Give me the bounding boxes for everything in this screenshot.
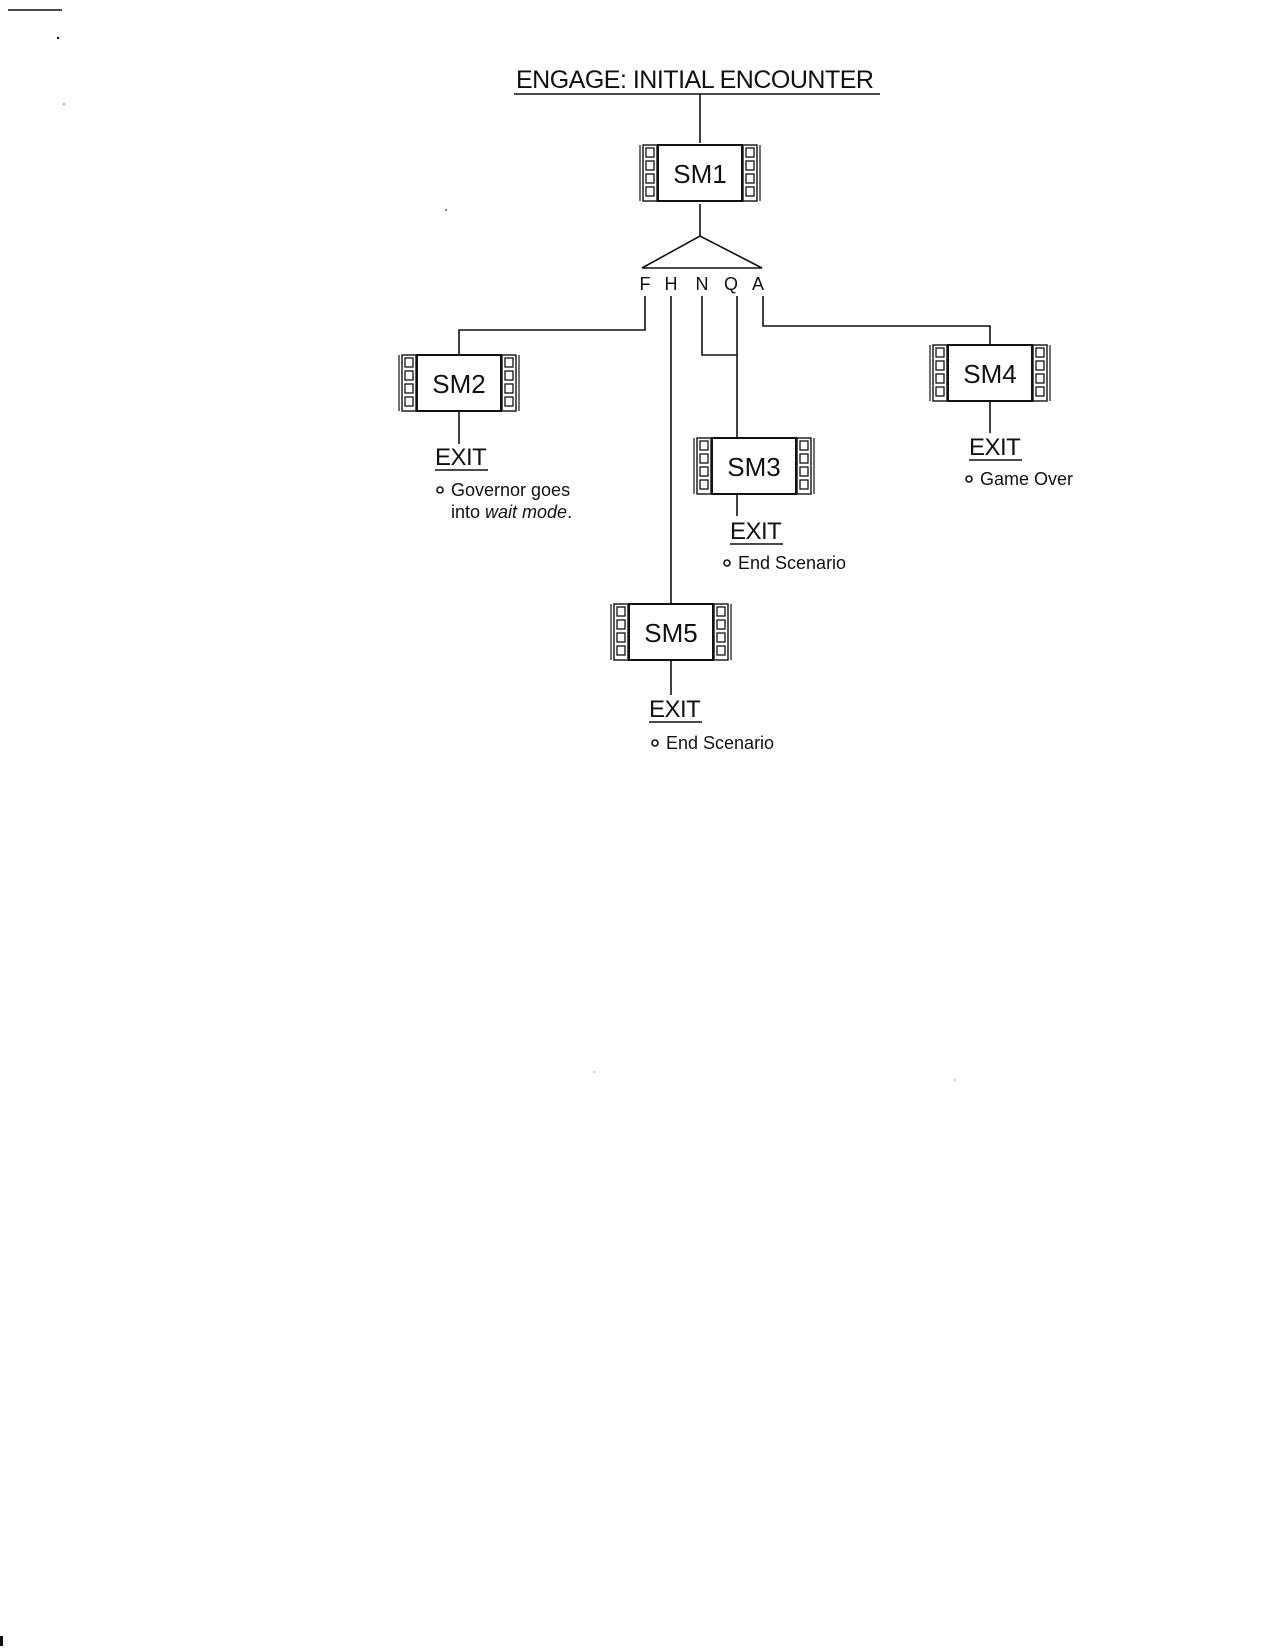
film-strip-icon <box>693 437 815 495</box>
branch-label-q: Q <box>724 274 738 294</box>
node-sm1: SM1 <box>639 144 761 202</box>
exit-label: EXIT <box>969 434 1021 461</box>
node-label-sm5: SM5 <box>644 618 697 648</box>
exit-note: End Scenario <box>666 733 774 753</box>
node-label-sm4: SM4 <box>963 359 1016 389</box>
branch-splitter <box>641 235 763 269</box>
branch-label-a: A <box>752 274 764 294</box>
branch-label-f: F <box>640 274 651 294</box>
film-strip-icon <box>639 144 761 202</box>
film-strip-icon <box>398 354 520 412</box>
node-label-sm2: SM2 <box>432 369 485 399</box>
exit-label: EXIT <box>435 444 487 471</box>
exit-note: Game Over <box>980 469 1073 489</box>
branch-label-n: N <box>696 274 709 294</box>
exit-sm3: EXIT End Scenario <box>723 518 846 573</box>
exit-sm5: EXIT End Scenario <box>649 696 774 753</box>
node-sm5: SM5 <box>610 603 732 661</box>
branch-label-h: H <box>665 274 678 294</box>
exit-sm2: EXIT Governor goes into wait mode. <box>435 444 572 522</box>
scan-marks <box>0 9 956 1646</box>
film-strip-icon <box>610 603 732 661</box>
bullet-icon <box>436 486 444 494</box>
diagram-title: ENGAGE: INITIAL ENCOUNTER <box>516 66 873 94</box>
node-sm4: SM4 <box>929 344 1051 402</box>
branch-labels: F H N Q A <box>640 274 765 294</box>
connectors <box>458 94 991 695</box>
diagram-title-group: ENGAGE: INITIAL ENCOUNTER <box>514 66 880 95</box>
node-sm2: SM2 <box>398 354 520 412</box>
bullet-icon <box>651 739 659 747</box>
bullet-icon <box>723 559 731 567</box>
film-strip-icon <box>929 344 1051 402</box>
node-sm3: SM3 <box>693 437 815 495</box>
exit-note-line2: into wait mode. <box>451 502 572 522</box>
node-label-sm1: SM1 <box>673 159 726 189</box>
exit-label: EXIT <box>730 518 782 545</box>
exit-sm4: EXIT Game Over <box>965 434 1073 489</box>
node-label-sm3: SM3 <box>727 452 780 482</box>
exit-note: End Scenario <box>738 553 846 573</box>
exit-label: EXIT <box>649 696 701 723</box>
bullet-icon <box>965 475 973 483</box>
exit-note-line1: Governor goes <box>451 480 570 500</box>
